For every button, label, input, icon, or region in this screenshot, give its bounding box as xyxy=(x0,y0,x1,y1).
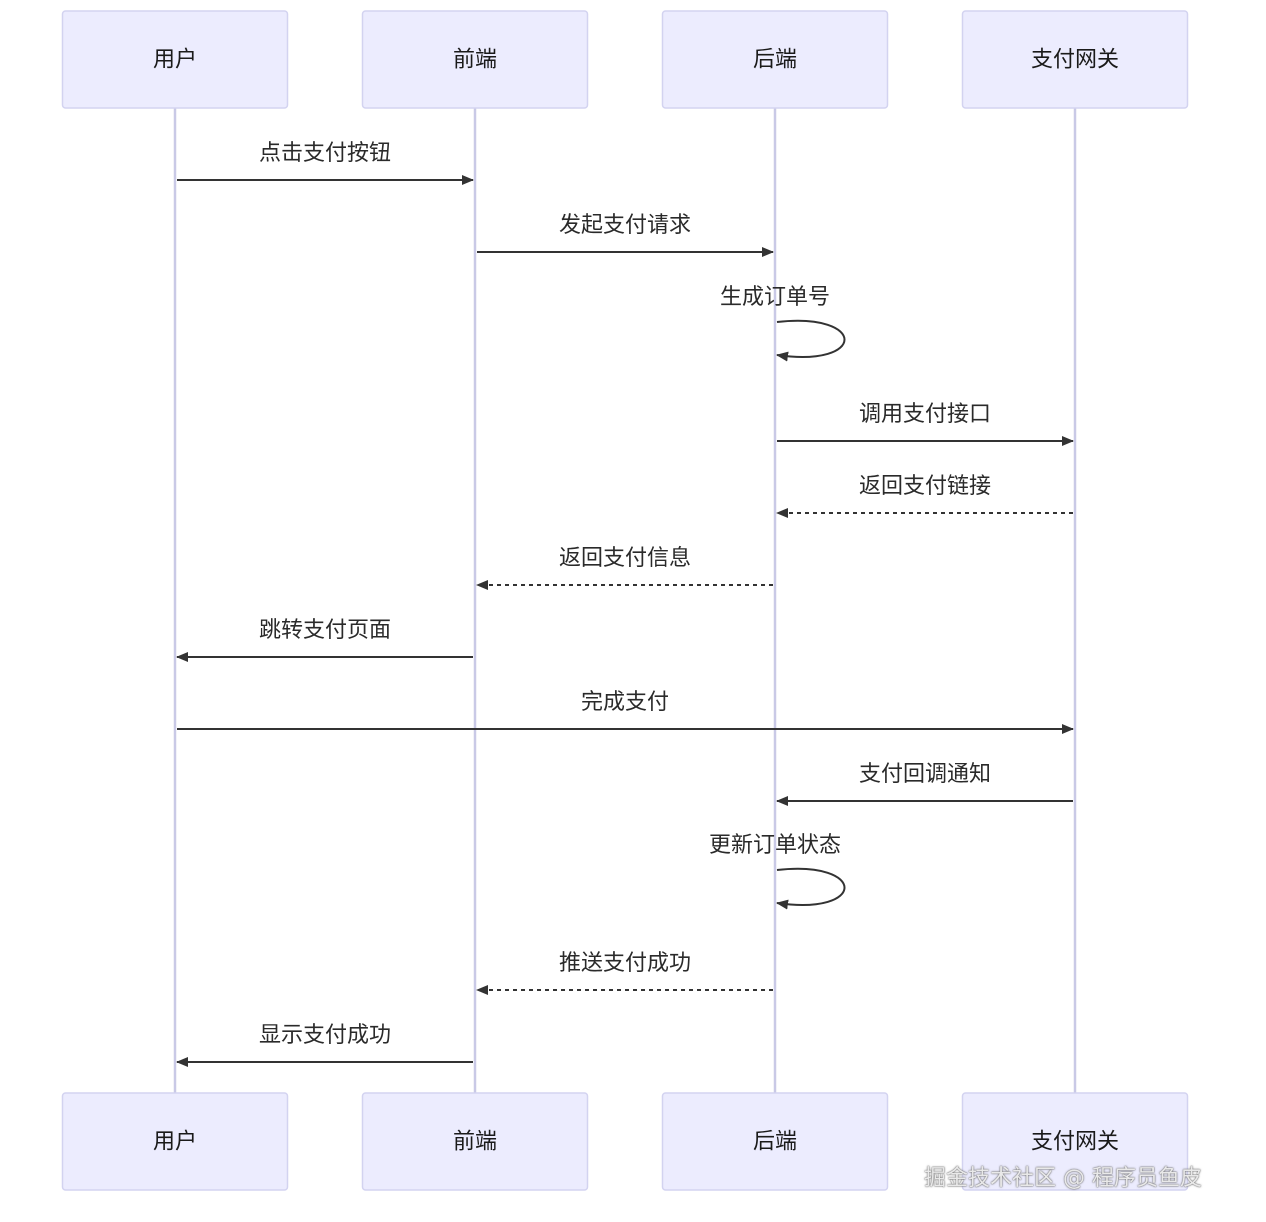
actor-label: 支付网关 xyxy=(1031,48,1119,73)
message-label: 返回支付信息 xyxy=(559,546,691,571)
message-label: 显示支付成功 xyxy=(259,1023,391,1048)
message-label: 点击支付按钮 xyxy=(259,141,391,166)
message-2: 发起支付请求 xyxy=(477,213,774,257)
message-12: 显示支付成功 xyxy=(176,1023,473,1067)
actor-gateway-top: 支付网关 xyxy=(961,10,1189,109)
message-label: 推送支付成功 xyxy=(559,951,691,976)
message-label: 更新订单状态 xyxy=(709,833,841,858)
actor-frontend-bottom: 前端 xyxy=(361,1092,589,1191)
message-label: 发起支付请求 xyxy=(559,213,691,238)
actor-box xyxy=(361,1092,589,1191)
actor-label: 支付网关 xyxy=(1031,1130,1119,1155)
self-arrow xyxy=(776,319,846,362)
message-10: 更新订单状态 xyxy=(709,833,846,910)
message-label: 完成支付 xyxy=(581,690,669,715)
actor-box xyxy=(661,1092,889,1191)
actor-frontend-top: 前端 xyxy=(361,10,589,109)
actor-gateway-bottom: 支付网关 xyxy=(961,1092,1189,1191)
message-label: 生成订单号 xyxy=(720,285,830,310)
actor-backend-top: 后端 xyxy=(661,10,889,109)
actors-top: 用户 前端 后端 支付网关 xyxy=(61,10,1189,109)
message-3: 生成订单号 xyxy=(720,285,846,362)
message-4: 调用支付接口 xyxy=(777,402,1074,446)
actor-label: 后端 xyxy=(753,48,797,73)
actor-label: 用户 xyxy=(153,1130,197,1155)
actor-box xyxy=(661,10,889,109)
message-label: 调用支付接口 xyxy=(859,402,991,427)
lifelines xyxy=(173,108,1077,1093)
message-label: 返回支付链接 xyxy=(859,474,991,499)
actor-label: 前端 xyxy=(453,1130,497,1155)
actor-box xyxy=(61,10,289,109)
actor-user-bottom: 用户 xyxy=(61,1092,289,1191)
actor-backend-bottom: 后端 xyxy=(661,1092,889,1191)
actors-bottom: 用户 前端 后端 支付网关 xyxy=(61,1092,1189,1191)
messages: 点击支付按钮发起支付请求生成订单号调用支付接口返回支付链接返回支付信息跳转支付页… xyxy=(176,141,1074,1067)
message-8: 完成支付 xyxy=(177,690,1074,734)
self-arrow xyxy=(776,867,846,910)
actor-label: 前端 xyxy=(453,48,497,73)
actor-box xyxy=(961,1092,1189,1191)
actor-label: 用户 xyxy=(153,48,197,73)
message-label: 支付回调通知 xyxy=(859,762,991,787)
actor-user-top: 用户 xyxy=(61,10,289,109)
actor-box xyxy=(361,10,589,109)
message-6: 返回支付信息 xyxy=(476,546,773,590)
actor-box xyxy=(61,1092,289,1191)
message-7: 跳转支付页面 xyxy=(176,618,473,662)
message-5: 返回支付链接 xyxy=(776,474,1073,518)
watermark: 掘金技术社区 @ 程序员鱼皮 xyxy=(924,1166,1202,1191)
message-11: 推送支付成功 xyxy=(476,951,773,995)
message-label: 跳转支付页面 xyxy=(259,618,391,643)
message-1: 点击支付按钮 xyxy=(177,141,474,185)
message-9: 支付回调通知 xyxy=(776,762,1073,806)
actor-box xyxy=(961,10,1189,109)
actor-label: 后端 xyxy=(753,1130,797,1155)
